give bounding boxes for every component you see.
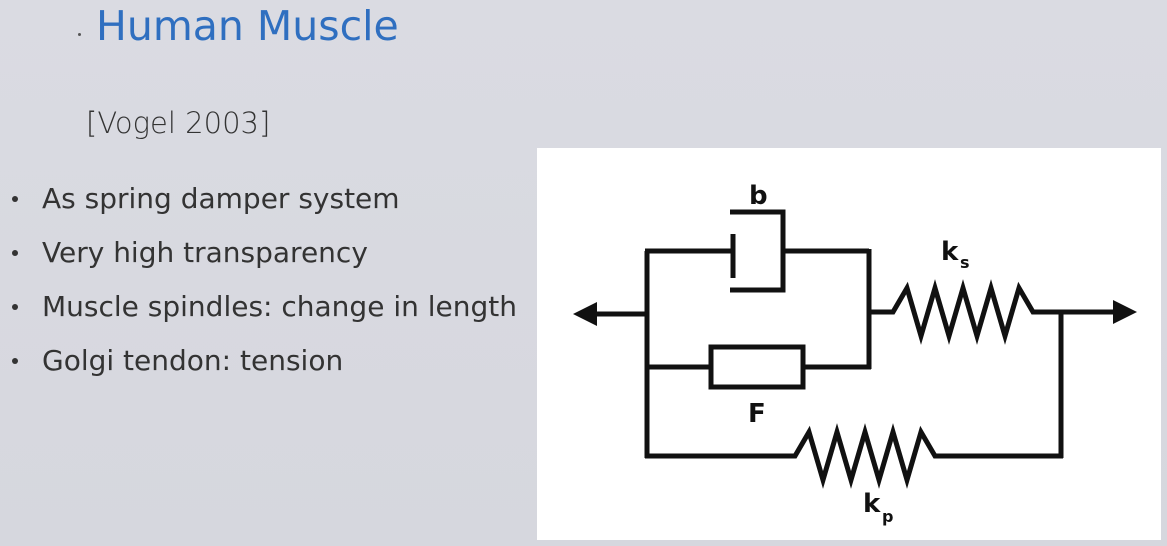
diagram-svg: b k s F k p [573, 181, 1137, 526]
bullet-dot-icon [12, 304, 18, 310]
bullet-item: Golgi tendon: tension [6, 334, 517, 388]
bullet-dot-icon [12, 196, 18, 202]
bullet-dot-icon [12, 250, 18, 256]
left-arrow-head [573, 302, 597, 326]
muscle-model-diagram: b k s F k p [537, 148, 1161, 540]
citation: [Vogel 2003] [86, 106, 271, 140]
title-bullet-dot [78, 33, 81, 36]
slide-title: Human Muscle [96, 2, 399, 50]
damper-label: b [749, 181, 768, 211]
bullet-item: Muscle spindles: change in length [6, 280, 517, 334]
parallel-spring-subscript: p [882, 507, 893, 526]
bullet-item: As spring damper system [6, 172, 517, 226]
bullet-list: As spring damper system Very high transp… [6, 172, 517, 388]
bullet-text: As spring damper system [42, 182, 400, 215]
bullet-dot-icon [12, 358, 18, 364]
bullet-text: Muscle spindles: change in length [42, 290, 518, 323]
bullet-text: Golgi tendon: tension [42, 344, 344, 377]
parallel-spring [645, 423, 1063, 489]
parallel-spring-label: k [863, 489, 881, 519]
right-arrow-head [1113, 300, 1137, 324]
series-spring-subscript: s [960, 253, 970, 272]
bullet-item: Very high transparency [6, 226, 517, 280]
series-spring [869, 279, 1061, 345]
force-element-label: F [748, 399, 766, 429]
damper-cylinder [730, 209, 786, 293]
force-element-box [708, 344, 806, 390]
series-spring-label: k [941, 237, 959, 267]
bullet-text: Very high transparency [42, 236, 368, 269]
